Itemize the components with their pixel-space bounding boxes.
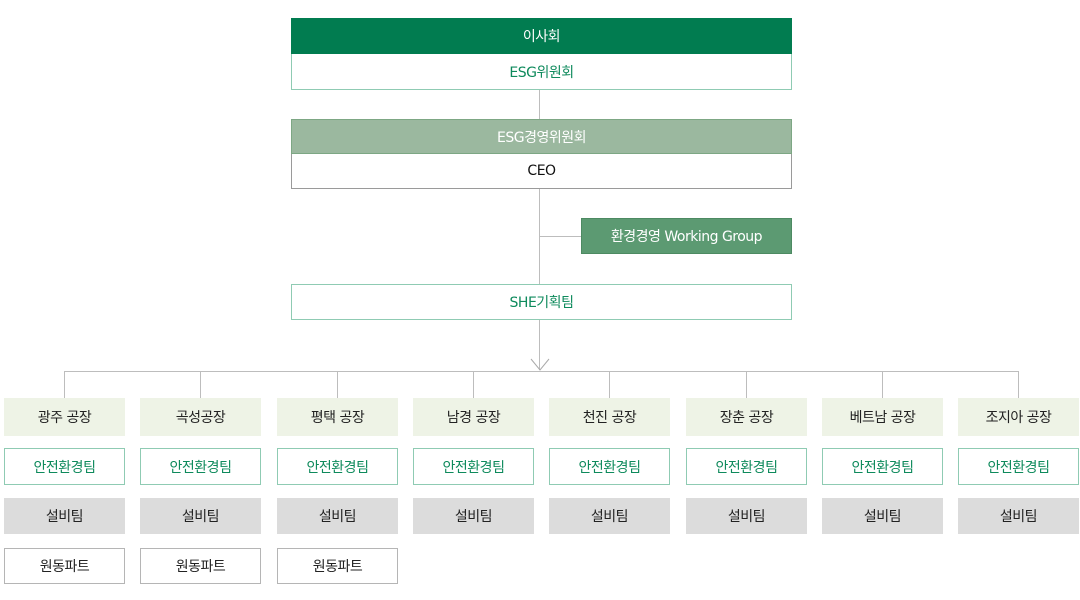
connector-plant: [1018, 371, 1019, 398]
plant-name-box: 광주 공장: [4, 398, 125, 436]
connector-plant: [746, 371, 747, 398]
she-team-box: SHE기획팀: [291, 284, 792, 320]
safety-team-box: 안전환경팀: [277, 448, 398, 485]
connector-she-plants: [539, 320, 540, 370]
equipment-team-box: 설비팀: [822, 498, 943, 534]
equipment-team-box: 설비팀: [277, 498, 398, 534]
part-box: 원동파트: [140, 548, 261, 584]
plant-name-box: 천진 공장: [549, 398, 670, 436]
equipment-team-box: 설비팀: [140, 498, 261, 534]
equipment-team-box: 설비팀: [413, 498, 534, 534]
equipment-team-box: 설비팀: [549, 498, 670, 534]
ceo-box: CEO: [291, 154, 792, 189]
plant-name-box: 베트남 공장: [822, 398, 943, 436]
equipment-team-box: 설비팀: [4, 498, 125, 534]
plant-name-box: 평택 공장: [277, 398, 398, 436]
connector-board-esgm: [539, 90, 540, 119]
part-box: 원동파트: [277, 548, 398, 584]
plant-name-box: 남경 공장: [413, 398, 534, 436]
connector-horizontal: [64, 371, 1018, 372]
connector-plant: [200, 371, 201, 398]
safety-team-box: 안전환경팀: [4, 448, 125, 485]
plant-name-box: 곡성공장: [140, 398, 261, 436]
plant-name-box: 장춘 공장: [686, 398, 807, 436]
connector-wg: [539, 236, 581, 237]
safety-team-box: 안전환경팀: [549, 448, 670, 485]
safety-team-box: 안전환경팀: [958, 448, 1079, 485]
equipment-team-box: 설비팀: [686, 498, 807, 534]
board-box: 이사회: [291, 18, 792, 54]
connector-plant: [882, 371, 883, 398]
esg-committee-box: ESG위원회: [291, 54, 792, 90]
connector-plant: [609, 371, 610, 398]
connector-plant: [337, 371, 338, 398]
equipment-team-box: 설비팀: [958, 498, 1079, 534]
arrow-down-icon: [530, 358, 550, 371]
plant-name-box: 조지아 공장: [958, 398, 1079, 436]
connector-plant: [473, 371, 474, 398]
working-group-box: 환경경영 Working Group: [581, 218, 792, 254]
part-box: 원동파트: [4, 548, 125, 584]
safety-team-box: 안전환경팀: [822, 448, 943, 485]
safety-team-box: 안전환경팀: [686, 448, 807, 485]
connector-plant: [64, 371, 65, 398]
safety-team-box: 안전환경팀: [140, 448, 261, 485]
safety-team-box: 안전환경팀: [413, 448, 534, 485]
esg-management-committee-box: ESG경영위원회: [291, 119, 792, 154]
